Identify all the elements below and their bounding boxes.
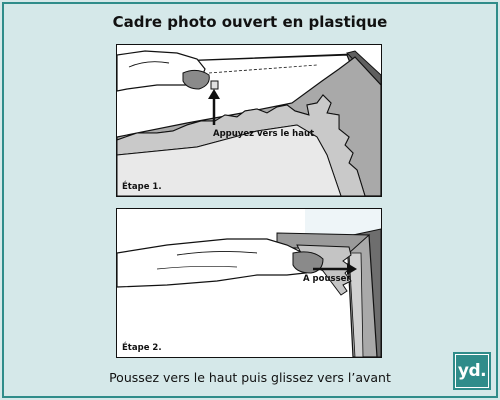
instruction-caption: Poussez vers le haut puis glissez vers l… <box>0 370 500 385</box>
step-2-label: Étape 2. <box>122 343 162 353</box>
brand-logo: yd. <box>453 352 491 390</box>
arrow-label-push: À pousser <box>303 274 351 284</box>
step-1-label: Étape 1. <box>122 182 162 192</box>
step-1-illustration <box>117 45 381 196</box>
arrow-label-push-up: Appuyez vers le haut <box>213 129 314 139</box>
step-2-panel: À pousser Étape 2. <box>116 208 382 358</box>
page-title: Cadre photo ouvert en plastique <box>0 13 500 31</box>
step-1-panel: Appuyez vers le haut Étape 1. <box>116 44 382 197</box>
